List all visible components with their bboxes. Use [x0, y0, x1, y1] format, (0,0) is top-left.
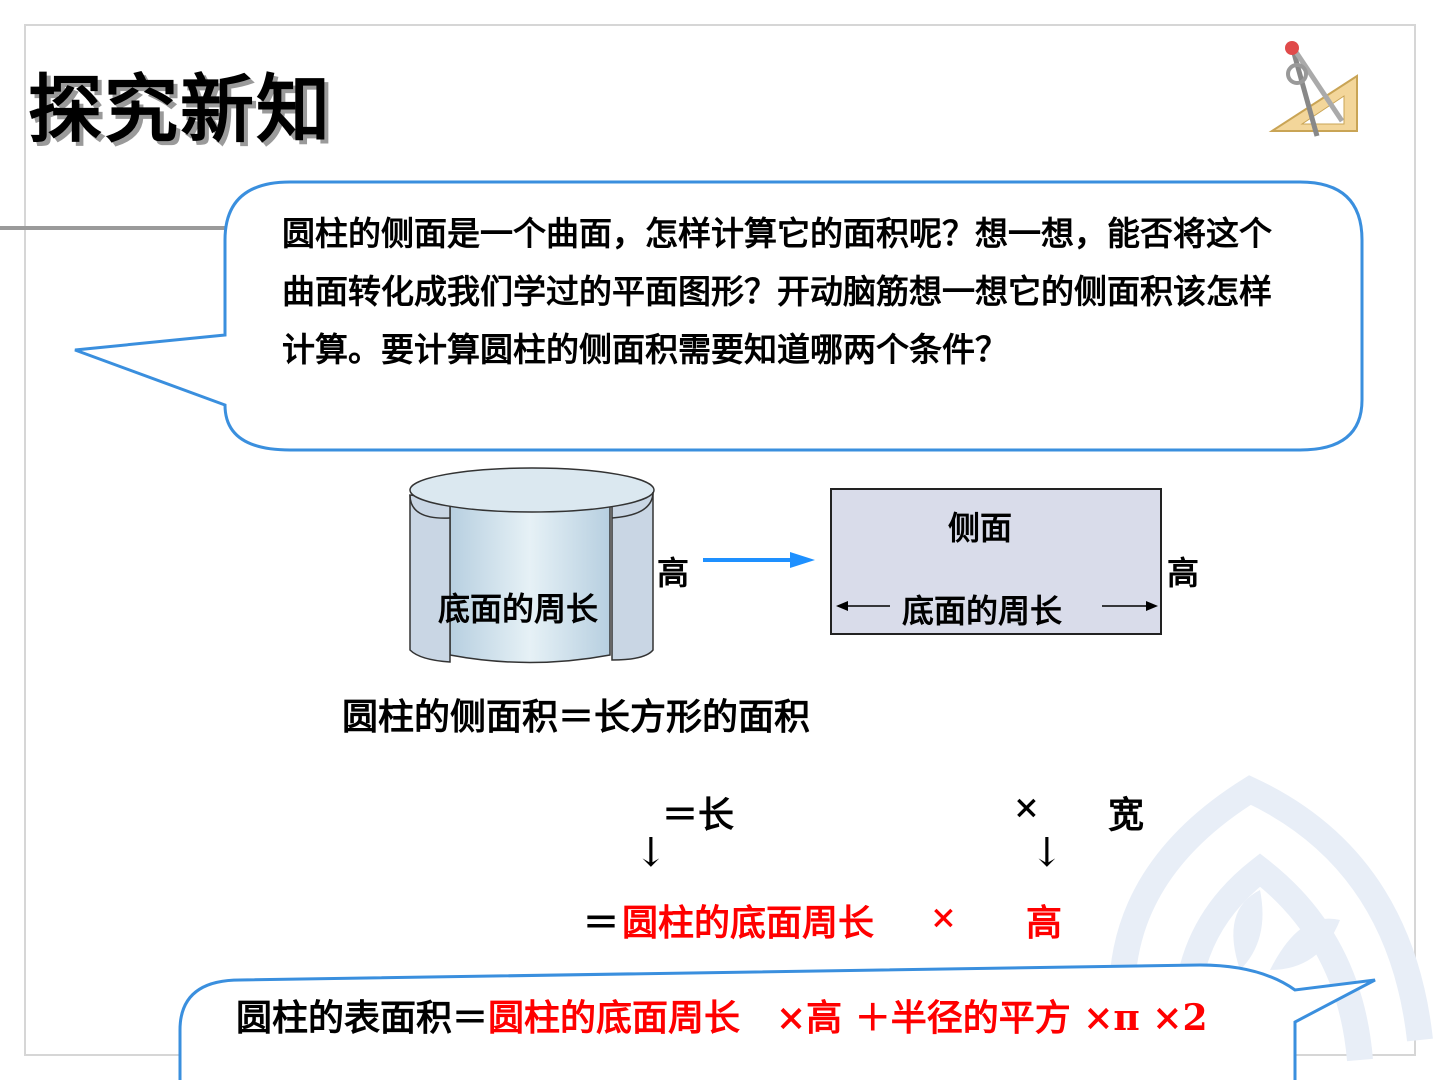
formula-base-circumference: 圆柱的底面周长: [622, 902, 875, 944]
formula-times-1: ×: [1013, 788, 1040, 826]
down-arrow-1: ↓: [634, 830, 668, 876]
surface-area-label: 圆柱的表面积＝: [236, 997, 489, 1039]
cylinder-illustration: [409, 467, 655, 664]
formula-eq2-prefix: ＝: [583, 902, 620, 944]
rect-base-label: 底面的周长: [902, 592, 1063, 630]
down-arrow-2: ↓: [1030, 830, 1064, 876]
surface-area-formula: 圆柱的表面积＝圆柱的底面周长 ×高 ＋半径的平方 ×π ×2: [236, 990, 1236, 1046]
rect-height-label: 高: [1167, 554, 1200, 592]
formula-line1: 圆柱的侧面积＝长方形的面积: [342, 696, 811, 738]
formula-times-2: ×: [930, 898, 957, 936]
surface-area-expression: 圆柱的底面周长 ×高 ＋半径的平方 ×π ×2: [488, 997, 1208, 1039]
cylinder-height-label: 高: [657, 554, 690, 592]
formula-eq-length: ＝长: [662, 794, 735, 836]
formula-height: 高: [1026, 902, 1063, 944]
compass-ruler-icon: [1268, 41, 1358, 137]
speech-bubble-top: [74, 180, 1364, 452]
speech-bubble-bottom: [178, 963, 1376, 1080]
rect-title-label: 侧面: [948, 509, 1013, 547]
formula-width: 宽: [1108, 794, 1145, 836]
title-divider: [0, 226, 235, 230]
cylinder-base-label: 底面的周长: [438, 590, 599, 628]
page-title: 探究新知: [28, 67, 332, 153]
question-text: 圆柱的侧面是一个曲面，怎样计算它的面积呢？想一想，能否将这个曲面转化成我们学过的…: [282, 214, 1272, 369]
unrolled-rectangle: [830, 488, 1162, 635]
transform-arrow: [703, 552, 815, 568]
